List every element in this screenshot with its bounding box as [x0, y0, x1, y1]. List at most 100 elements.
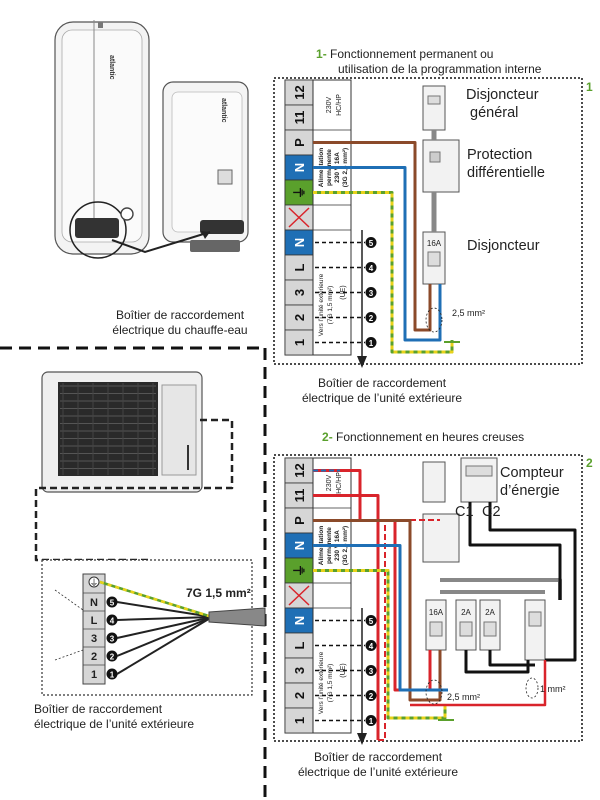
outdoor-wire-1: [116, 616, 213, 675]
d1-terminal-marker-2-dot: [365, 312, 377, 323]
outdoor-terminal-2: 2: [91, 651, 97, 663]
d1-breaker-rating: 16A: [427, 239, 442, 248]
differential-protection-label: Protection différentielle: [467, 146, 545, 182]
heater-caption: Boîtier de raccordement électrique du ch…: [80, 308, 280, 338]
d2-differential: [422, 513, 460, 563]
heater1-connector: [75, 218, 119, 238]
outdoor-wire-marker-1-num: 1: [110, 671, 115, 680]
diagram2-title-text: Fonctionnement en heures creuses: [336, 430, 525, 444]
d1-differential: [422, 139, 460, 193]
d2-terminal-cell-3: [284, 532, 314, 559]
d1-terminal-label-9: 2: [292, 314, 307, 321]
d1-terminal-hchp: HC/HP: [336, 94, 343, 116]
d2-terminal-info-column: [312, 457, 352, 734]
heater-link-arrow: [111, 231, 211, 254]
diagram1-caption-line2: électrique de l’unité extérieure: [301, 391, 463, 405]
d1-terminal-label-0: 12: [292, 85, 307, 99]
diagram1-caption: Boîtier de raccordement électrique de l’…: [282, 376, 482, 406]
outdoor-wire-marker-4-num: 4: [110, 617, 115, 626]
d2-terminal-label-10: 1: [292, 717, 307, 724]
diagram2-caption-line2: électrique de l’unité extérieure: [297, 765, 459, 779]
d1-breaker-switch: [427, 251, 441, 267]
diagram2-number: 2: [322, 430, 329, 444]
d2-terminal-marker-3-num: 3: [369, 667, 374, 676]
outdoor-caption: Boîtier de raccordement électrique de l’…: [34, 702, 234, 732]
d1-terminal-marker-1-dot: [365, 337, 377, 348]
heater2-connector: [200, 220, 244, 234]
d2-terminal-marker-2-dot: [365, 690, 377, 701]
d2-terminal-outdoor-line1: Vers l’unité extérieure: [318, 651, 325, 714]
d2-meter-wire-c2: [488, 502, 577, 662]
d2-terminal-marker-1-num: 1: [369, 717, 374, 726]
d1-terminal-230v: 230V: [326, 97, 333, 114]
outdoor-wire-L: [116, 616, 213, 621]
d1-terminal-marker-3-num: 3: [369, 289, 374, 298]
outdoor-wire-marker-3-num: 3: [110, 635, 115, 644]
diagram2-caption-line1: Boîtier de raccordement: [313, 750, 443, 764]
d2-terminal-cell-8: [284, 657, 314, 684]
d1-terminal-label-6: N: [292, 238, 307, 247]
energy-meter-label: Compteur d’énergie: [500, 464, 564, 500]
main-breaker-line2: général: [470, 105, 519, 121]
d1-section-marker: [425, 307, 443, 333]
d1-terminal-label-2: P: [292, 138, 307, 147]
diagram2-section-label-1mm: 1 mm²: [540, 684, 566, 694]
d2-terminal-marker-4-dot: [365, 640, 377, 651]
d2-terminal-marker-4-num: 4: [369, 642, 374, 651]
d1-main-breaker: [422, 85, 446, 131]
meter-line2: d’énergie: [500, 483, 560, 499]
d2-breaker-return-2: [488, 650, 535, 667]
d1-terminal-label-7: L: [292, 263, 307, 271]
d2-terminal-label-2: P: [292, 516, 307, 525]
d2-down-arrow: [357, 733, 367, 745]
d1-terminal-outdoor-line1: Vers l’unité extérieure: [318, 273, 325, 336]
diagram2-title: 2- Fonctionnement en heures creuses: [322, 430, 582, 445]
outdoor-earth-terminal: [88, 576, 100, 588]
d2-terminal-label-7: L: [292, 641, 307, 649]
diagram1-corner-number: 1: [586, 80, 593, 94]
d2-section-marker: [425, 679, 443, 705]
d2-breaker-rating-1: 2A: [461, 608, 471, 617]
d1-live-wire: [313, 141, 432, 332]
d2-main-breaker: [422, 461, 446, 503]
outdoor-terminal-N: N: [90, 597, 98, 609]
d2-terminal-230v: 230V: [326, 475, 333, 492]
d2-energy-meter: [460, 457, 498, 503]
diagram1-caption-line1: Boîtier de raccordement: [317, 376, 447, 390]
outdoor-wire-marker-3-dot: [106, 632, 118, 644]
d2-terminal-cell-10: [284, 707, 314, 734]
outdoor-wire-marker-5-dot: [106, 596, 118, 608]
heater1-knob: [120, 207, 134, 221]
outdoor-terminal-3: 3: [91, 633, 97, 645]
heater1-panel: [61, 29, 143, 243]
d1-terminal-marker-1-num: 1: [369, 339, 374, 348]
outdoor-terminal-1: 1: [91, 669, 97, 681]
diagram2-dash: -: [328, 430, 333, 444]
heater2-base: [190, 240, 240, 252]
diagram1-number: 1: [316, 47, 323, 61]
d2-earth-wire-yellow: [313, 569, 447, 720]
outdoor-earth-wire-yellow: [99, 580, 213, 619]
d2-breaker-switch-0: [429, 621, 443, 637]
outdoor-wire-marker-2-num: 2: [110, 653, 115, 662]
d2-terminal-cell-1: [284, 482, 314, 509]
heater1-brand: atlantic: [108, 55, 115, 80]
d2-terminal-label-1: 11: [292, 489, 307, 503]
diagram2-section-label: 2,5 mm²: [447, 692, 481, 702]
d1-earth-wire-green: [313, 191, 454, 354]
d1-terminal-label-10: 1: [292, 339, 307, 346]
d2-breaker-return-1: [464, 650, 530, 674]
diagram2-frame: [273, 454, 583, 742]
diagram1-section-label: 2,5 mm²: [452, 308, 486, 318]
meter-line1: Compteur: [500, 465, 564, 481]
d2-section-marker-1mm: [525, 677, 539, 699]
heater2-panel: [171, 91, 243, 233]
outdoor-caption-line2: électrique de l’unité extérieure: [34, 717, 195, 731]
d2-breaker-rating-2: 2A: [485, 608, 495, 617]
diagram1-dash: -: [322, 47, 327, 61]
outdoor-wire-3: [116, 616, 213, 639]
heater-link-arrowhead: [201, 231, 210, 239]
outdoor-wire-2: [116, 616, 213, 657]
d1-terminal-marker-4-num: 4: [369, 264, 374, 273]
d2-terminal-blank-cross-b: [288, 585, 310, 606]
